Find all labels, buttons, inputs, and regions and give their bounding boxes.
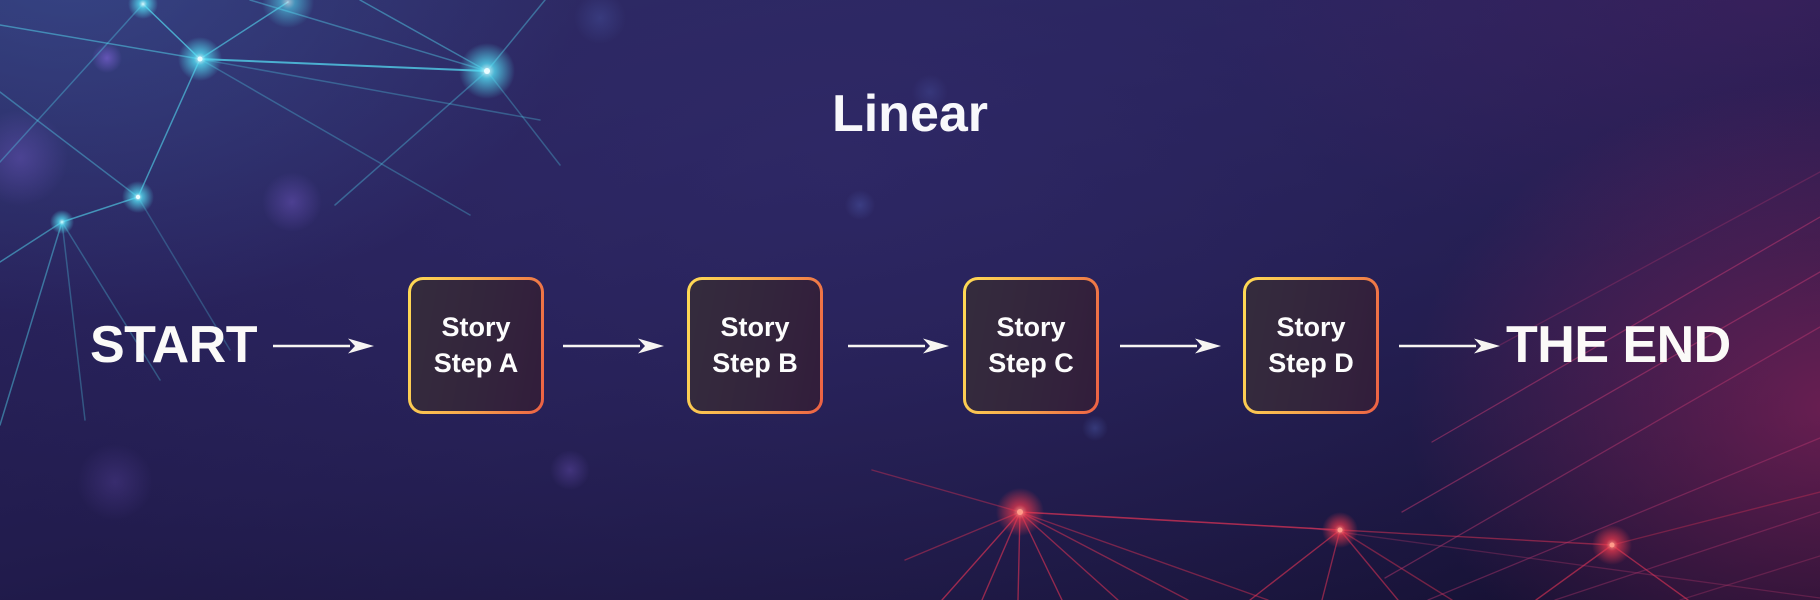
bokeh-decoration: [0, 0, 1108, 520]
start-label: START: [90, 316, 257, 374]
arrow-right-icon: [273, 338, 374, 354]
diagram-title: Linear: [831, 85, 989, 143]
arrow-right-icon: [1120, 338, 1221, 354]
step-label-line1: Story: [441, 312, 511, 343]
step-label-line2: Step B: [712, 347, 798, 378]
step-box-a: Story Step A: [408, 277, 544, 414]
step-box-d: Story Step D: [1243, 277, 1379, 414]
step-label-line1: Story: [720, 312, 790, 343]
step-label-line2: Step A: [433, 347, 519, 378]
red-network-lines: [871, 469, 1820, 600]
red-network-nodes: [996, 488, 1632, 565]
step-label-line2: Step C: [988, 347, 1074, 378]
step-label-line1: Story: [996, 312, 1066, 343]
end-label: THE END: [1506, 316, 1731, 374]
step-label-line2: Step D: [1268, 347, 1354, 378]
arrow-right-icon: [1399, 338, 1500, 354]
step-label-line1: Story: [1276, 312, 1346, 343]
step-box-c: Story Step C: [963, 277, 1099, 414]
arrow-right-icon: [848, 338, 949, 354]
pink-ray-lines: [1309, 171, 1820, 600]
arrow-right-icon: [563, 338, 664, 354]
step-box-b: Story Step B: [687, 277, 823, 414]
